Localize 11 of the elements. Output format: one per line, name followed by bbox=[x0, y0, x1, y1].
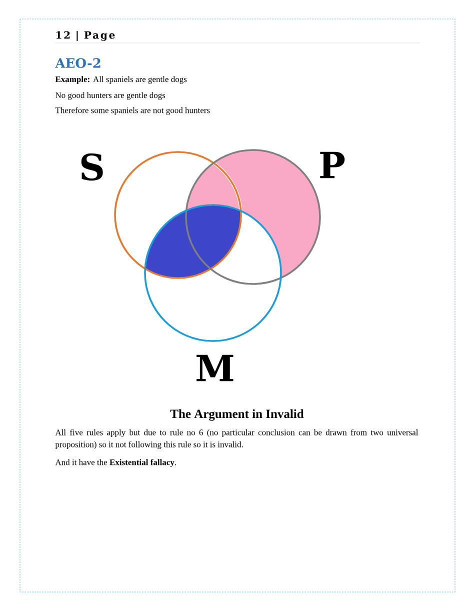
set-label: M bbox=[196, 354, 234, 382]
paragraph: All five rules apply but due to rule no 6 (no particular conclusion can be drawn from two universal proposition) so it not following this rule so it is invalid. bbox=[55, 429, 418, 450]
text-line: No good hunters are gentle dogs bbox=[55, 92, 166, 100]
set-label: P bbox=[320, 152, 345, 178]
set-label: S bbox=[81, 153, 103, 181]
text-line: Example: All spaniels are gentle dogs bbox=[55, 76, 187, 84]
page-header: 12 | Page bbox=[56, 31, 115, 41]
heading: The Argument in Invalid bbox=[170, 409, 304, 421]
text-line: Therefore some spaniels are not good hunters bbox=[55, 107, 210, 115]
text-line: And it have the Existential fallacy. bbox=[55, 459, 176, 467]
section-title: AEO-2 bbox=[55, 58, 100, 68]
